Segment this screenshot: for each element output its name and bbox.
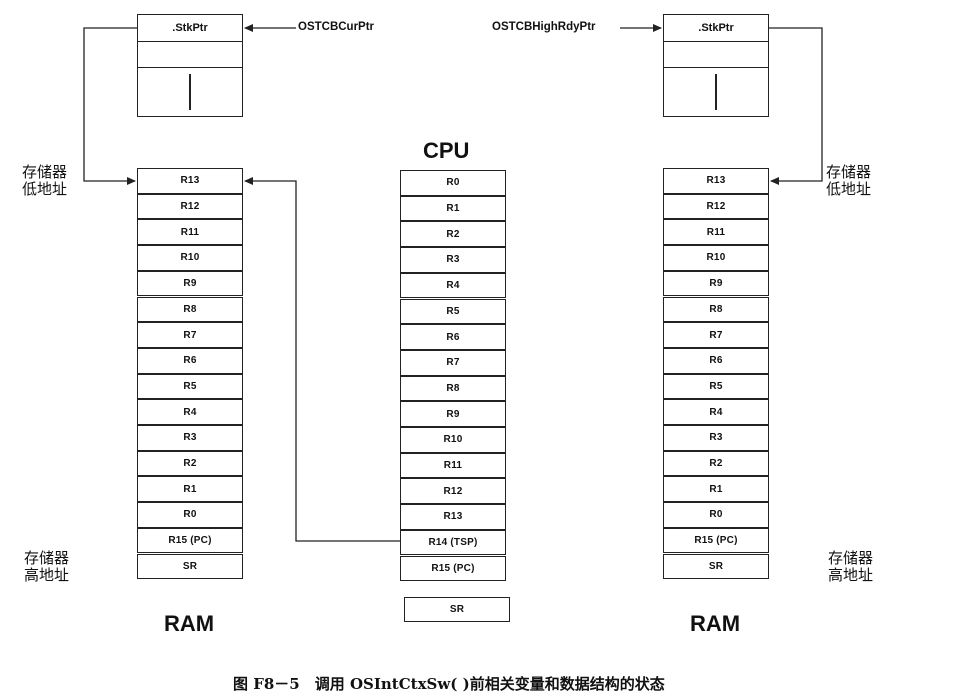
right-tcb: .StkPtr <box>663 14 769 117</box>
left-high-address-label: 存储器 高地址 <box>24 549 70 584</box>
left-stack-cell: R6 <box>137 347 243 374</box>
right-stack-cell: R12 <box>663 193 769 220</box>
tsp-arrow <box>244 177 400 542</box>
cpu-register-cell: R8 <box>400 375 506 402</box>
right-stack-cell: SR <box>663 553 769 580</box>
right-high-address-label: 存储器 高地址 <box>828 549 874 584</box>
left-tcb-rest <box>138 68 242 116</box>
right-stack-cell: R9 <box>663 270 769 297</box>
right-stack-cell: R6 <box>663 347 769 374</box>
cpu-register-cell: R1 <box>400 195 506 222</box>
left-stack-cell: R4 <box>137 399 243 425</box>
right-stack-cell: R8 <box>663 296 769 323</box>
right-tcb-stkptr: .StkPtr <box>664 15 768 42</box>
cpu-register-cell: R14 (TSP) <box>400 529 506 556</box>
left-stack-cell: R3 <box>137 425 243 451</box>
ostcb-high-rdy-ptr-label: OSTCBHighRdyPtr <box>492 21 596 33</box>
cpu-register-cell: R13 <box>400 504 506 530</box>
right-stack-cell: R10 <box>663 245 769 271</box>
left-stack-cell: R5 <box>137 373 243 400</box>
right-stack-cell: R5 <box>663 373 769 400</box>
cpu-register-cell: R2 <box>400 221 506 248</box>
cpu-register-cell: R10 <box>400 427 506 453</box>
left-stack-cell: R10 <box>137 245 243 271</box>
right-stack-cell: R4 <box>663 399 769 425</box>
left-stack-cell: R1 <box>137 476 243 503</box>
right-stack-cell: R11 <box>663 219 769 246</box>
cpu-register-cell: R9 <box>400 401 506 427</box>
cpu-register-cell: R5 <box>400 298 506 325</box>
cpu-title: CPU <box>423 138 470 163</box>
ram-right-label: RAM <box>690 611 741 636</box>
cpu-sr-register: SR <box>404 597 510 622</box>
right-tcb-field <box>664 42 768 68</box>
cpu-register-cell: R11 <box>400 452 506 479</box>
left-tcb-field <box>138 42 242 68</box>
ram-left-label: RAM <box>164 611 215 636</box>
left-stack-cell: R15 (PC) <box>137 527 243 554</box>
left-stack-cell: R7 <box>137 322 243 348</box>
cpu-register-cell: R6 <box>400 324 506 350</box>
figure-caption: 图 F8－5 调用 OSIntCtxSw( )前相关变量和数据结构的状态 <box>233 675 665 693</box>
right-stack-cell: R2 <box>663 450 769 477</box>
right-stack-cell: R3 <box>663 425 769 451</box>
right-stack-cell: R7 <box>663 322 769 348</box>
left-stack-cell: R9 <box>137 270 243 297</box>
cpu-register-cell: R3 <box>400 247 506 273</box>
left-stack-cell: SR <box>137 553 243 580</box>
left-stkptr-arrow <box>83 27 137 185</box>
left-tcb-stkptr: .StkPtr <box>138 15 242 42</box>
right-tcb-rest <box>664 68 768 116</box>
right-stack-cell: R15 (PC) <box>663 527 769 554</box>
left-low-address-label: 存储器 低地址 <box>22 163 68 198</box>
right-stack-cell: R1 <box>663 476 769 503</box>
right-stkptr-arrow <box>769 27 823 185</box>
left-stack-cell: R8 <box>137 296 243 323</box>
right-stack-cell: R0 <box>663 502 769 528</box>
cpu-register-cell: R12 <box>400 478 506 505</box>
right-low-address-label: 存储器 低地址 <box>826 163 872 198</box>
ostcb-cur-ptr-label: OSTCBCurPtr <box>298 21 375 33</box>
left-stack-cell: R13 <box>137 168 243 194</box>
left-stack-cell: R11 <box>137 219 243 246</box>
left-stack-cell: R0 <box>137 502 243 528</box>
left-tcb: .StkPtr <box>137 14 243 117</box>
left-stack-cell: R2 <box>137 450 243 477</box>
right-stack-cell: R13 <box>663 168 769 194</box>
cpu-register-cell: R7 <box>400 349 506 376</box>
left-stack-cell: R12 <box>137 193 243 220</box>
cpu-register-cell: R4 <box>400 272 506 299</box>
cpu-register-cell: R15 (PC) <box>400 555 506 582</box>
cpu-register-cell: R0 <box>400 170 506 196</box>
